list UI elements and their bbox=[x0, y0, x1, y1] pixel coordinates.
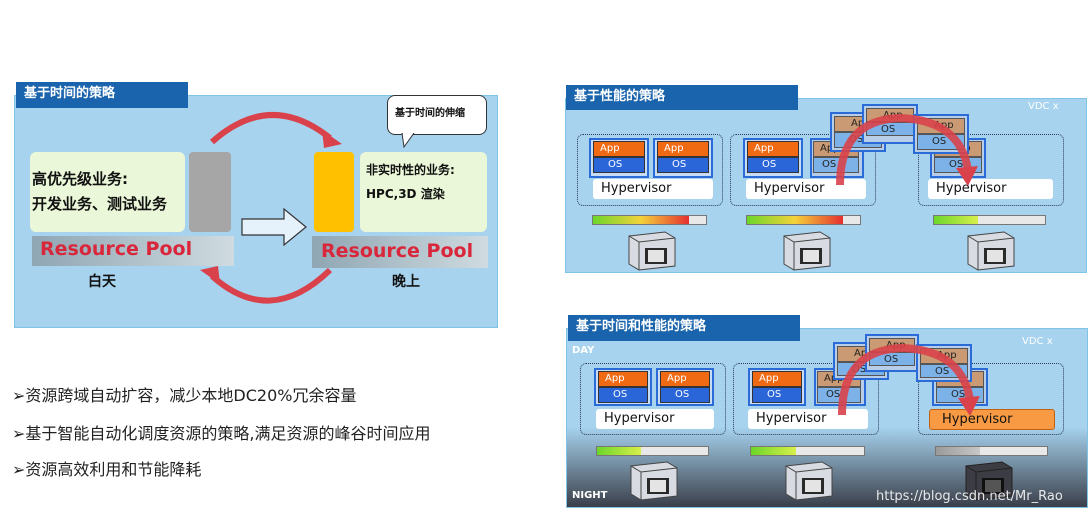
migration-arrow-bottom-icon bbox=[838, 343, 980, 416]
hypervisor-1-top: Hypervisor bbox=[593, 179, 713, 199]
host-1-bottom bbox=[580, 363, 726, 435]
vm-2b-bottom-os: OS bbox=[817, 387, 861, 403]
load-bar-2-bottom bbox=[750, 446, 865, 456]
load-bar-1-top bbox=[592, 215, 707, 225]
server-1-top-icon bbox=[628, 231, 676, 271]
server-2-bottom-icon bbox=[785, 461, 833, 501]
load-fill-2-top bbox=[747, 216, 844, 224]
night-label: 晚上 bbox=[392, 274, 420, 290]
performance-strategy-header: 基于性能的策略 bbox=[566, 85, 798, 110]
vm-1a-bottom-os: OS bbox=[598, 387, 648, 403]
hypervisor-1-bottom: Hypervisor bbox=[596, 409, 714, 429]
night-workload-box bbox=[360, 152, 487, 232]
day-tag: DAY bbox=[572, 345, 595, 356]
hypervisor-3-top: Hypervisor bbox=[928, 179, 1053, 199]
cycle-arrows-icon bbox=[200, 112, 342, 304]
vm-1b-bottom-os: OS bbox=[660, 387, 710, 403]
bullet-1-text: 资源跨域自动扩容，减少本地DC20%冗余容量 bbox=[25, 386, 357, 405]
time-strategy-header: 基于时间的策略 bbox=[16, 82, 188, 108]
vm-2a-bottom-os: OS bbox=[752, 387, 802, 403]
vdc-label-bottom: VDC x bbox=[1022, 336, 1053, 347]
resource-pool-night bbox=[312, 236, 488, 268]
load-bar-1-bottom bbox=[596, 446, 709, 456]
load-fill-1-top bbox=[593, 216, 690, 224]
night-tag: NIGHT bbox=[572, 490, 608, 501]
night-resource-block bbox=[314, 152, 354, 232]
server-3-top-icon bbox=[967, 231, 1015, 271]
server-2-top-icon bbox=[783, 231, 831, 271]
load-bar-3-bottom bbox=[935, 446, 1048, 456]
load-fill-2-bottom bbox=[751, 447, 797, 455]
time-performance-header: 基于时间和性能的策略 bbox=[568, 315, 800, 341]
load-fill-1-bottom bbox=[597, 447, 642, 455]
load-fill-3-top bbox=[934, 216, 979, 224]
scaling-callout bbox=[387, 95, 487, 135]
load-bar-3-top bbox=[933, 215, 1046, 225]
day-label: 白天 bbox=[88, 274, 116, 290]
load-fill-3-bottom bbox=[936, 447, 981, 455]
vm-2a-bottom-app: App bbox=[752, 371, 802, 387]
vm-1b-app: App bbox=[657, 141, 709, 157]
bullet-3: ➢资源高效利用和节能降耗 bbox=[12, 460, 202, 479]
day-workload-box bbox=[30, 152, 185, 232]
host-2-bottom bbox=[733, 363, 879, 435]
day-workload-line1: 高优先级业务: bbox=[32, 170, 128, 188]
host-1-top bbox=[577, 134, 723, 206]
vm-1a-bottom-app: App bbox=[598, 371, 648, 387]
bullet-1: ➢资源跨域自动扩容，减少本地DC20%冗余容量 bbox=[12, 386, 357, 405]
server-1-bottom-icon bbox=[630, 461, 678, 501]
server-3-bottom-icon bbox=[965, 461, 1013, 501]
day-resource-block bbox=[189, 152, 231, 232]
night-workload-line1: 非实时性的业务: bbox=[366, 163, 455, 177]
migration-arrow-top-icon bbox=[836, 113, 978, 186]
hypervisor-2-bottom: Hypervisor bbox=[748, 409, 868, 429]
bullet-3-text: 资源高效利用和节能降耗 bbox=[25, 460, 202, 479]
transition-arrow-icon bbox=[241, 207, 307, 247]
bullet-2: ➢基于智能自动化调度资源的策略,满足资源的峰谷时间应用 bbox=[12, 424, 431, 443]
vm-2a-app: App bbox=[747, 141, 799, 157]
vm-1b-os: OS bbox=[657, 157, 709, 173]
bullet-2-text: 基于智能自动化调度资源的策略,满足资源的峰谷时间应用 bbox=[25, 424, 431, 443]
vm-1b-bottom-app: App bbox=[660, 371, 710, 387]
night-workload-line2: HPC,3D 渲染 bbox=[366, 187, 445, 201]
vm-2b-os: OS bbox=[813, 157, 859, 173]
vdc-label-top: VDC x bbox=[1028, 101, 1059, 112]
callout-pointer-icon bbox=[401, 133, 415, 149]
hypervisor-2-top: Hypervisor bbox=[746, 179, 866, 199]
resource-pool-day bbox=[32, 236, 234, 266]
host-3-top bbox=[918, 134, 1064, 206]
day-workload-line2: 开发业务、测试业务 bbox=[32, 195, 168, 213]
vm-2a-os: OS bbox=[747, 157, 799, 173]
vm-1a-os: OS bbox=[593, 157, 645, 173]
resource-pool-day-label: Resource Pool bbox=[40, 238, 193, 260]
load-bar-2-top bbox=[746, 215, 861, 225]
host-2-top bbox=[730, 134, 876, 206]
watermark: https://blog.csdn.net/Mr_Rao bbox=[876, 489, 1063, 504]
hypervisor-3-bottom: Hypervisor bbox=[929, 409, 1055, 430]
host-3-bottom bbox=[918, 363, 1064, 435]
scaling-callout-text: 基于时间的伸缩 bbox=[395, 108, 465, 119]
resource-pool-night-label: Resource Pool bbox=[321, 240, 474, 262]
vm-1a-app: App bbox=[593, 141, 645, 157]
